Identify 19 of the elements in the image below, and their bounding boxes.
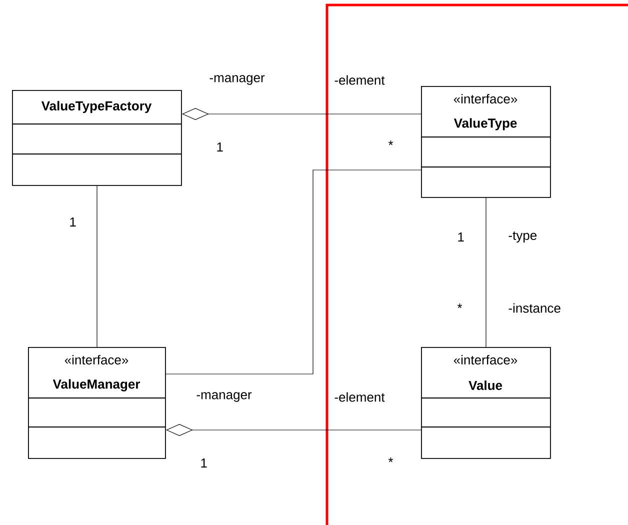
- role-label: -manager: [196, 392, 252, 402]
- class-box: «interface» ValueType: [420, 86, 551, 198]
- role-label: 1: [458, 232, 464, 242]
- association-line: [166, 170, 422, 374]
- role-label: 1: [217, 142, 223, 152]
- role-label: -element: [334, 75, 385, 85]
- class-box: «interface» Value: [420, 347, 551, 459]
- class-box: ValueTypeFactory: [12, 90, 182, 186]
- association-line: [96, 186, 98, 348]
- role-label: 1: [201, 458, 207, 468]
- role-label: -element: [334, 392, 385, 402]
- role-label: *: [388, 140, 394, 146]
- role-label: *: [457, 304, 462, 308]
- role-label: -instance: [508, 303, 560, 313]
- role-label: 1: [70, 218, 76, 226]
- role-label: -manager: [210, 75, 265, 85]
- role-label: -type: [508, 231, 537, 243]
- role-label: *: [388, 458, 394, 462]
- class-box: «interface» ValueManager: [28, 347, 166, 459]
